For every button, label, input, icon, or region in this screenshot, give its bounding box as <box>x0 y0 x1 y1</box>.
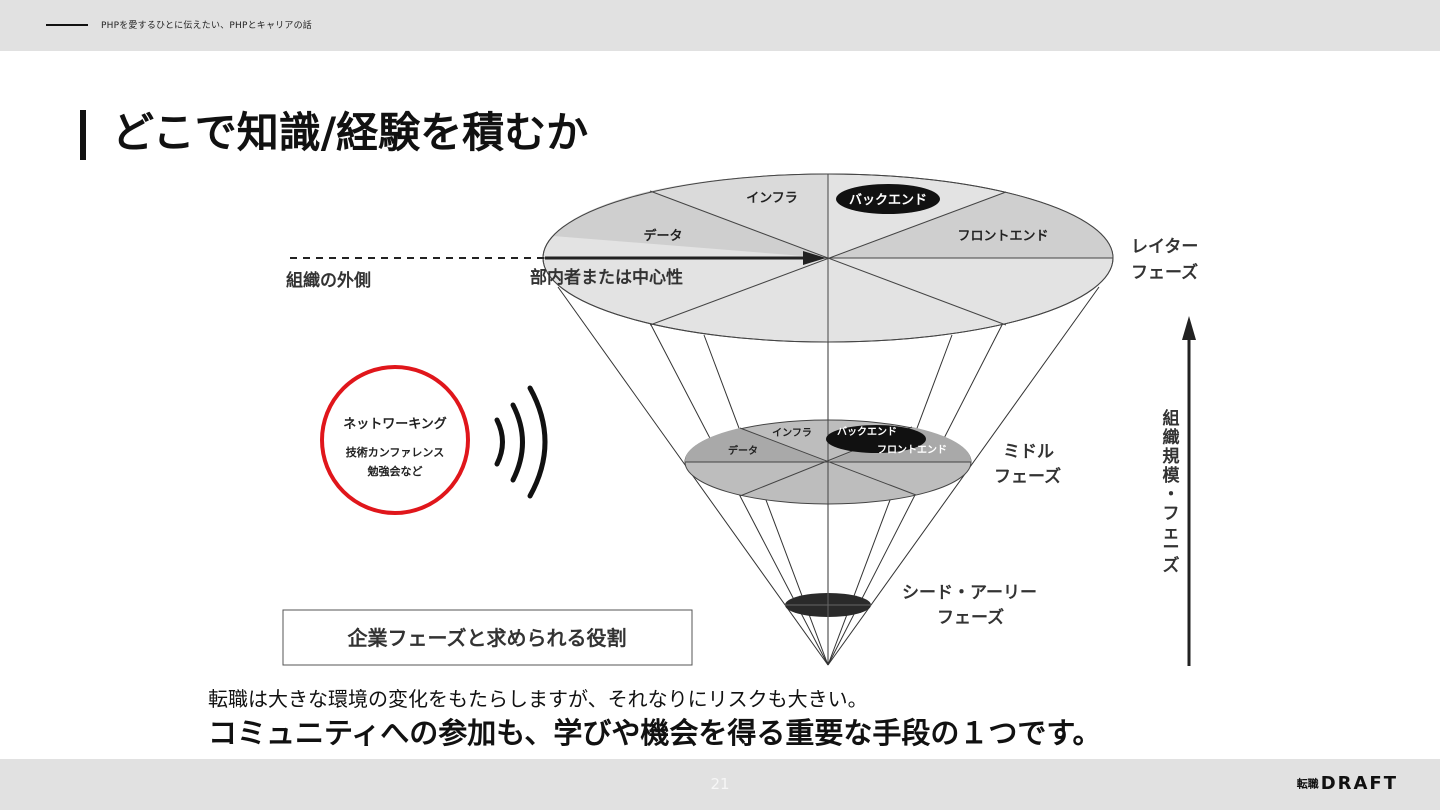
mid-segment-backend: バックエンド <box>837 426 897 438</box>
logo-latin: DRAFT <box>1320 773 1398 794</box>
seed-phase-label-1: シード・アーリー <box>902 583 1037 603</box>
mid-segment-infra: インフラ <box>772 427 812 439</box>
mid-segment-frontend: フロントエンド <box>877 444 947 456</box>
mid-segment-data: データ <box>728 444 758 457</box>
logo-kanji: 転職 <box>1296 777 1319 791</box>
axis-char: 模 <box>1163 465 1181 486</box>
middle-phase-label-1: ミドル <box>1003 442 1054 462</box>
scale-axis-arrow <box>1182 316 1196 666</box>
page-number: 21 <box>710 775 730 793</box>
diagram-caption-box: 企業フェーズと求められる役割 <box>282 609 693 666</box>
top-segment-infra: インフラ <box>746 191 798 206</box>
axis-char: 織 <box>1163 427 1180 448</box>
header-rule <box>46 24 88 26</box>
seed-phase-ellipse <box>785 593 871 617</box>
axis-char: 組 <box>1163 408 1180 429</box>
top-segment-data: データ <box>643 228 682 244</box>
networking-line2: 勉強会など <box>367 464 423 478</box>
top-header-bar: PHPを愛するひとに伝えたい、PHPとキャリアの話 <box>0 0 1440 51</box>
axis-label: 組 織 規 模 ・ フ ェ ー ズ <box>1163 408 1181 576</box>
inner-label: 部内者または中心性 <box>530 267 683 288</box>
title-accent-bar <box>80 110 86 160</box>
axis-char: ェ <box>1163 523 1180 543</box>
body-emphasis: コミュニティへの参加も、学びや機会を得る重要な手段の１つです。 <box>208 716 1102 750</box>
middle-phase-ellipse: バックエンド フロントエンド インフラ データ <box>684 419 972 505</box>
later-phase-label-2: フェーズ <box>1131 262 1198 283</box>
seed-phase-label-2: フェーズ <box>937 607 1004 628</box>
axis-char: ・ <box>1163 485 1180 505</box>
top-segment-frontend: フロントエンド <box>957 229 1048 244</box>
diagram-caption: 企業フェーズと求められる役割 <box>347 626 627 650</box>
outside-to-center-arrow <box>290 251 826 265</box>
networking-line1: 技術カンファレンス <box>346 445 444 459</box>
networking-title: ネットワーキング <box>343 416 447 432</box>
axis-char: 規 <box>1163 447 1180 467</box>
body-text: 転職は大きな環境の変化をもたらしますが、それなりにリスクも大きい。 <box>208 687 868 711</box>
axis-char: ズ <box>1163 555 1180 576</box>
top-segment-backend: バックエンド <box>849 193 927 208</box>
page-title: どこで知識/経験を積むか <box>112 108 589 157</box>
axis-char: フ <box>1163 504 1180 524</box>
header-text: PHPを愛するひとに伝えたい、PHPとキャリアの話 <box>101 21 312 31</box>
networking-circle: ネットワーキング 技術カンファレンス 勉強会など <box>320 365 470 515</box>
later-phase-label-1: レイター <box>1131 237 1198 257</box>
axis-char: ー <box>1163 538 1180 558</box>
outer-label: 組織の外側 <box>286 270 371 291</box>
signal-waves-icon <box>494 385 548 499</box>
later-phase-ellipse: バックエンド インフラ データ フロントエンド <box>542 173 1114 343</box>
middle-phase-label-2: フェーズ <box>994 466 1061 487</box>
